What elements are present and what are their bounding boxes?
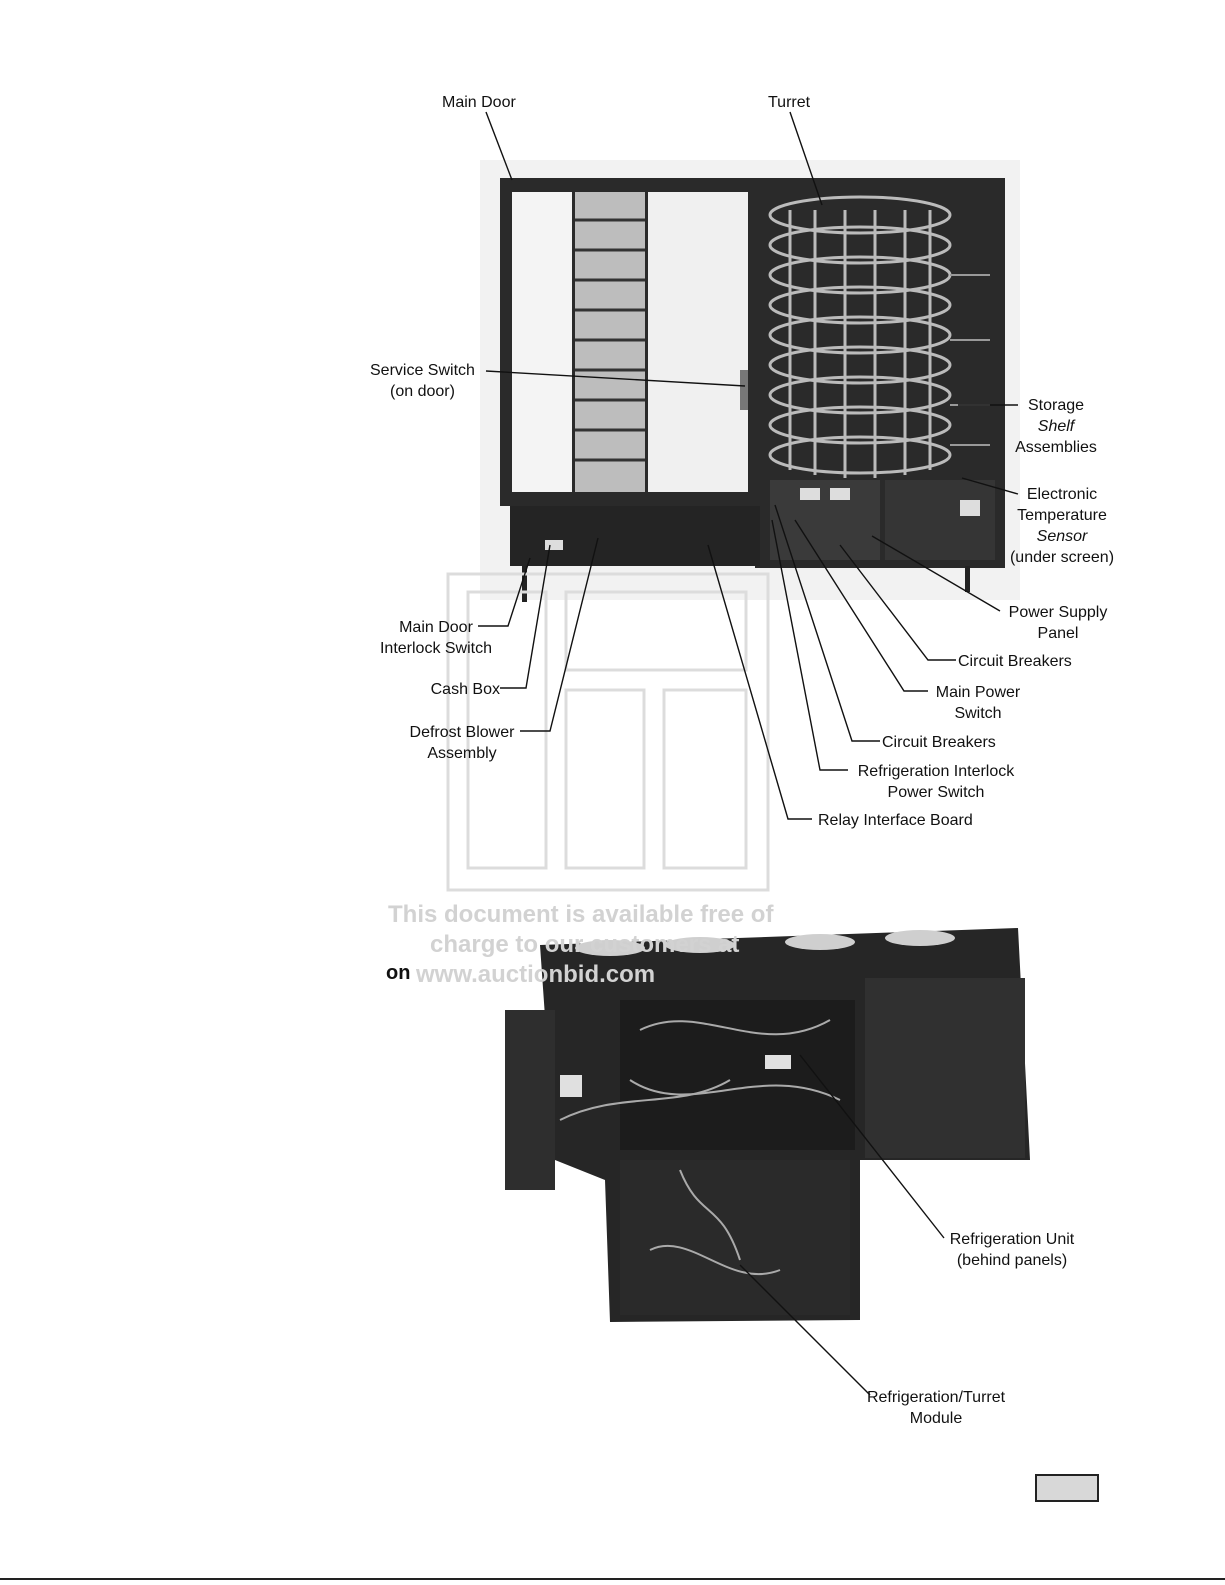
label-service-switch: Service Switch (on door) [370,362,475,400]
label-cash-box: Cash Box [430,681,500,698]
label-turret: Turret [768,94,811,111]
label-main-power-switch: Main Power Switch [935,684,1021,722]
label-circuit-breakers-upper: Circuit Breakers [958,653,1072,670]
label-relay-interface-board: Relay Interface Board [818,812,973,829]
label-refrigeration-unit: Refrigeration Unit (behind panels) [949,1231,1075,1269]
vending-machine-photo [480,160,1020,602]
label-refrigeration-interlock: Refrigeration Interlock Power Switch [857,763,1015,801]
label-defrost-blower: Defrost Blower Assembly [409,724,515,762]
page-number-box [1035,1474,1099,1502]
label-temperature-sensor: Electronic Temperature Sensor (under scr… [1009,486,1115,566]
footer-rule [0,1578,1225,1580]
label-refrigeration-turret-module: Refrigeration/Turret Module [866,1389,1006,1427]
label-power-supply: Power Supply Panel [1008,604,1108,642]
label-circuit-breakers-lower: Circuit Breakers [882,734,996,751]
refrigeration-module-photo [505,928,1030,1322]
label-main-door-interlock: Main Door Interlock Switch [379,619,493,657]
watermark-text: This document is available free of charg… [388,901,774,988]
label-storage-shelf: Storage Shelf Assemblies [1015,397,1097,456]
heading-fragment: on [386,962,411,984]
watermark-logo [446,572,770,892]
label-main-door: Main Door [442,94,516,111]
leader-lines [478,111,1019,1396]
